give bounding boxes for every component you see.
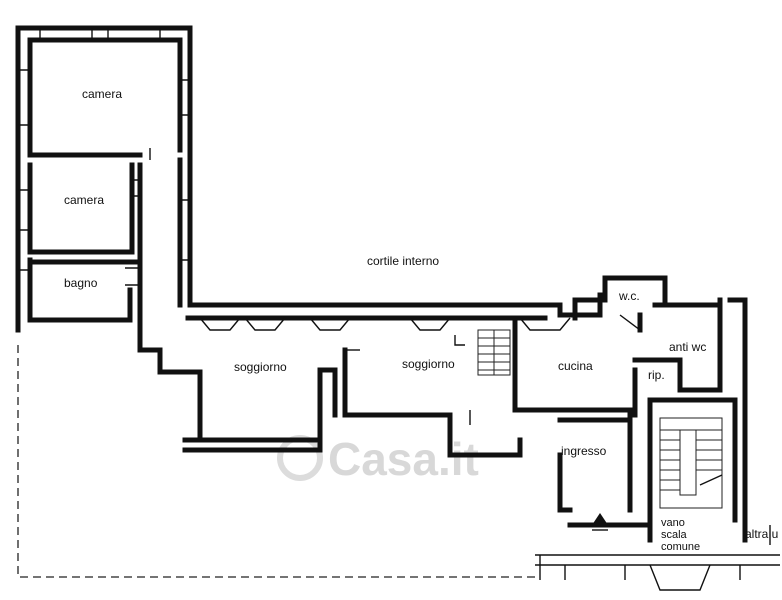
room-label-camera-top: camera [82,87,122,101]
watermark: Casa.it [277,433,479,485]
room-label-wc: w.c. [618,289,640,303]
room-label-soggiorno-right: soggiorno [402,357,455,371]
west-wing-walls [15,25,193,353]
room-label-cucina: cucina [558,359,593,373]
watermark-logo-icon [277,435,323,481]
property-boundary [17,345,540,578]
watermark-text: Casa.it [328,433,479,485]
room-label-cortile: cortile interno [367,254,439,268]
entrance-walls [535,397,780,591]
room-label-rip: rip. [648,368,665,382]
room-label-soggiorno-left: soggiorno [234,360,287,374]
room-label-vano: vano [661,517,685,529]
room-label-camera-mid: camera [64,193,104,207]
room-label-comune: comune [661,541,700,553]
room-label-bagno: bagno [64,276,98,290]
kitchen-walls [572,275,748,543]
room-label-altra: altra u [745,527,778,541]
living-area-walls [157,302,633,458]
room-label-ingresso: ingresso [561,444,607,458]
room-label-anti-wc: anti wc [669,340,706,354]
room-label-scala: scala [661,529,688,541]
